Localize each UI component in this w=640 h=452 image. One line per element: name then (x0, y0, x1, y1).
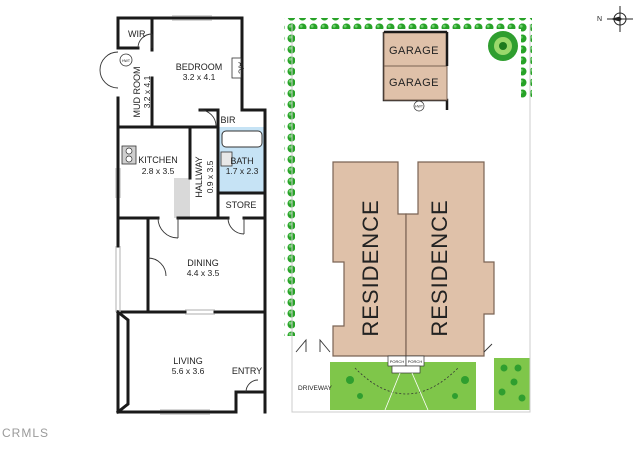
hwt-unit (119, 53, 133, 67)
lot-boundary (291, 24, 531, 413)
garage-1 (383, 31, 448, 67)
garage-2 (383, 65, 448, 101)
watermark: CRMLS (2, 426, 49, 440)
garage-1-label: GARAGE (389, 45, 439, 57)
porch-2-label: PORCH (408, 359, 423, 364)
living-label: LIVING (173, 356, 203, 366)
residence-1-label: RESIDENCE (358, 199, 383, 336)
mud-room-label: MUD ROOM (132, 67, 142, 118)
hedge-right (521, 18, 532, 98)
residence-1 (332, 161, 407, 357)
bath-dims: 1.7 x 2.3 (226, 166, 259, 176)
store-label: STORE (226, 200, 257, 210)
hwt-label: HWT (122, 59, 131, 63)
kitchen-bench (174, 178, 190, 218)
kitchen-dims: 2.8 x 3.5 (142, 166, 175, 176)
bedroom-dims: 3.2 x 4.1 (183, 72, 216, 82)
windows (115, 15, 215, 415)
hallway-dims: 0.9 x 3.5 (205, 160, 215, 193)
compass (607, 6, 633, 32)
ac-label: A/C (237, 62, 244, 74)
residence-2-label: RESIDENCE (427, 199, 452, 336)
porch-1-label: PORCH (390, 359, 405, 364)
compass-north-label: N (597, 16, 602, 23)
bath-vanity (220, 151, 233, 167)
garage-2-label: GARAGE (389, 77, 439, 89)
site-plan: GARAGE GARAGE HWT RESIDENCE RESIDENCE PO… (284, 18, 532, 413)
hedge-top (284, 18, 532, 29)
gates (295, 338, 493, 353)
hallway-label: HALLWAY (194, 156, 204, 197)
hedge-left (284, 18, 295, 336)
bedroom-label: BEDROOM (176, 62, 223, 72)
ac-unit (231, 57, 242, 79)
residence-2 (405, 161, 495, 357)
site-hwt-label: HWT (415, 105, 424, 109)
bir-label: BIR (220, 115, 236, 125)
dining-dims: 4.4 x 3.5 (187, 268, 220, 278)
bath-label: BATH (230, 156, 253, 166)
door-swings (99, 33, 259, 393)
mud-room-dims: 3.2 x 4.1 (142, 75, 152, 108)
entry-label: ENTRY (232, 366, 262, 376)
living-dims: 5.6 x 3.6 (172, 366, 205, 376)
kitchen-label: KITCHEN (138, 155, 178, 165)
kitchen-sink-bowl (125, 147, 133, 155)
bath-tub (221, 130, 263, 148)
kitchen-sink-bowl-2 (125, 155, 133, 163)
dining-label: DINING (187, 258, 219, 268)
floor-plan: HWT A/C WIR MUD ROOM 3.2 x 4.1 BEDROOM 3… (99, 15, 267, 415)
kitchen-sink (121, 145, 137, 165)
front-steps (391, 365, 421, 374)
driveway-label: DRIVEWAY (298, 385, 333, 392)
tree-core (499, 42, 507, 50)
wir-label: WIR (128, 29, 146, 39)
site-hwt-unit (413, 100, 425, 112)
shrubs (346, 364, 526, 402)
